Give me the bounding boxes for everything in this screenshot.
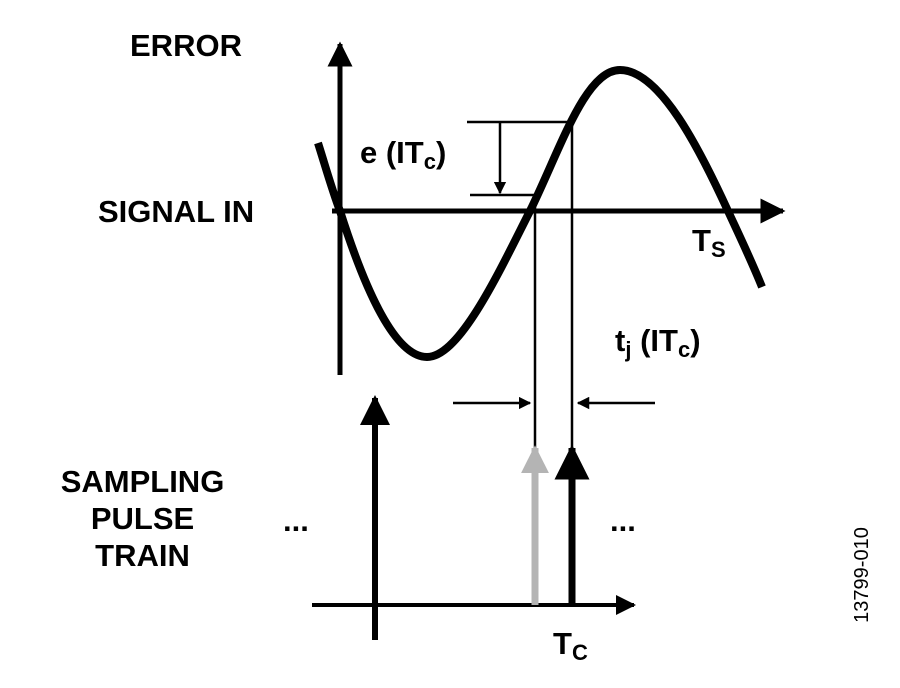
tc-sub: C [571, 640, 588, 665]
sampling-line1: SAMPLING [60, 464, 225, 499]
ts-text: T [692, 223, 711, 258]
ellipsis-left: ... [283, 503, 309, 538]
error-measure-end: ) [435, 135, 447, 170]
error-measure-label: e (ITc) [360, 137, 446, 173]
sampling-line2: PULSE [90, 501, 195, 536]
signal-sine-wave [314, 65, 766, 362]
tc-text: T [553, 626, 572, 661]
ts-label: TS [692, 225, 726, 261]
figure-id: 13799-010 [851, 527, 873, 623]
jitter-label: tj (ITc) [615, 325, 701, 361]
sampling-pulse-train-label: SAMPLING PULSE TRAIN [30, 463, 255, 574]
jitter-sub: j [625, 337, 632, 362]
signal-in-label: SIGNAL IN [98, 194, 255, 229]
jitter-sub2: c [677, 337, 691, 362]
ellipsis-right: ... [610, 503, 636, 538]
error-measure-sub: c [423, 149, 436, 174]
tc-label: TC [553, 628, 588, 664]
jitter-end: ) [690, 323, 701, 358]
jitter-text: t [615, 323, 626, 358]
sampling-line3: TRAIN [95, 538, 190, 573]
error-label: ERROR [130, 28, 242, 63]
ts-sub: S [710, 237, 726, 262]
error-measure-text: e (IT [360, 135, 424, 170]
jitter-mid: (IT [631, 323, 678, 358]
